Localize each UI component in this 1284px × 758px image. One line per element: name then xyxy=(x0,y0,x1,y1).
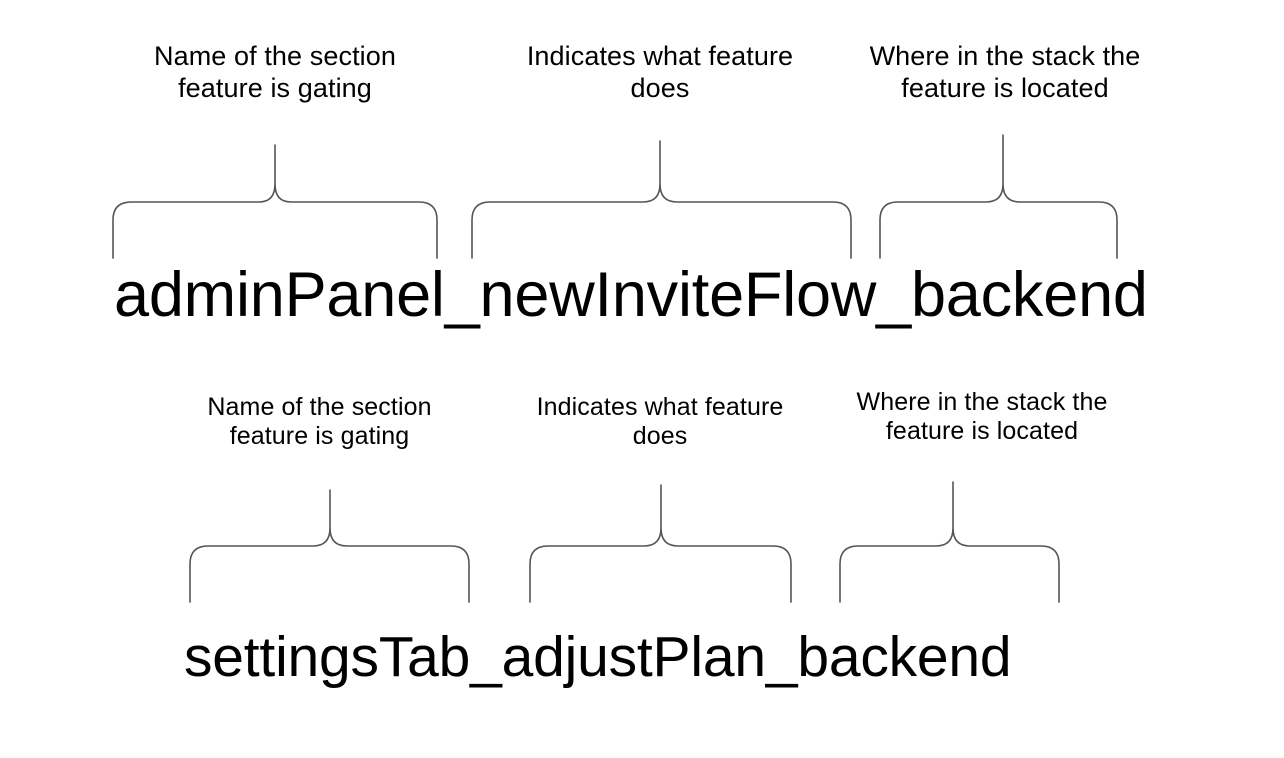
annotation-label-stack-location-row1: Where in the stack the feature is locate… xyxy=(869,41,1141,103)
annotation-label-feature-action-row1: Indicates what feature does xyxy=(526,41,794,103)
annotation-label-section-name-row1: Name of the section feature is gating xyxy=(153,41,397,103)
curly-brace-icon-feature-action-row2 xyxy=(529,484,792,603)
annotation-label-stack-location-row2: Where in the stack the feature is locate… xyxy=(856,388,1108,446)
feature-flag-name-row2: settingsTab_adjustPlan_backend xyxy=(184,625,1012,689)
annotation-label-feature-action-row2: Indicates what feature does xyxy=(536,393,784,451)
curly-brace-icon-stack-location-row1 xyxy=(879,134,1118,259)
curly-brace-icon-section-name-row1 xyxy=(112,144,438,259)
curly-brace-icon-feature-action-row1 xyxy=(471,140,852,259)
curly-brace-icon-section-name-row2 xyxy=(189,489,470,603)
feature-flag-name-row1: adminPanel_newInviteFlow_backend xyxy=(114,260,1148,330)
annotation-label-section-name-row2: Name of the section feature is gating xyxy=(207,393,432,451)
curly-brace-icon-stack-location-row2 xyxy=(839,481,1060,603)
